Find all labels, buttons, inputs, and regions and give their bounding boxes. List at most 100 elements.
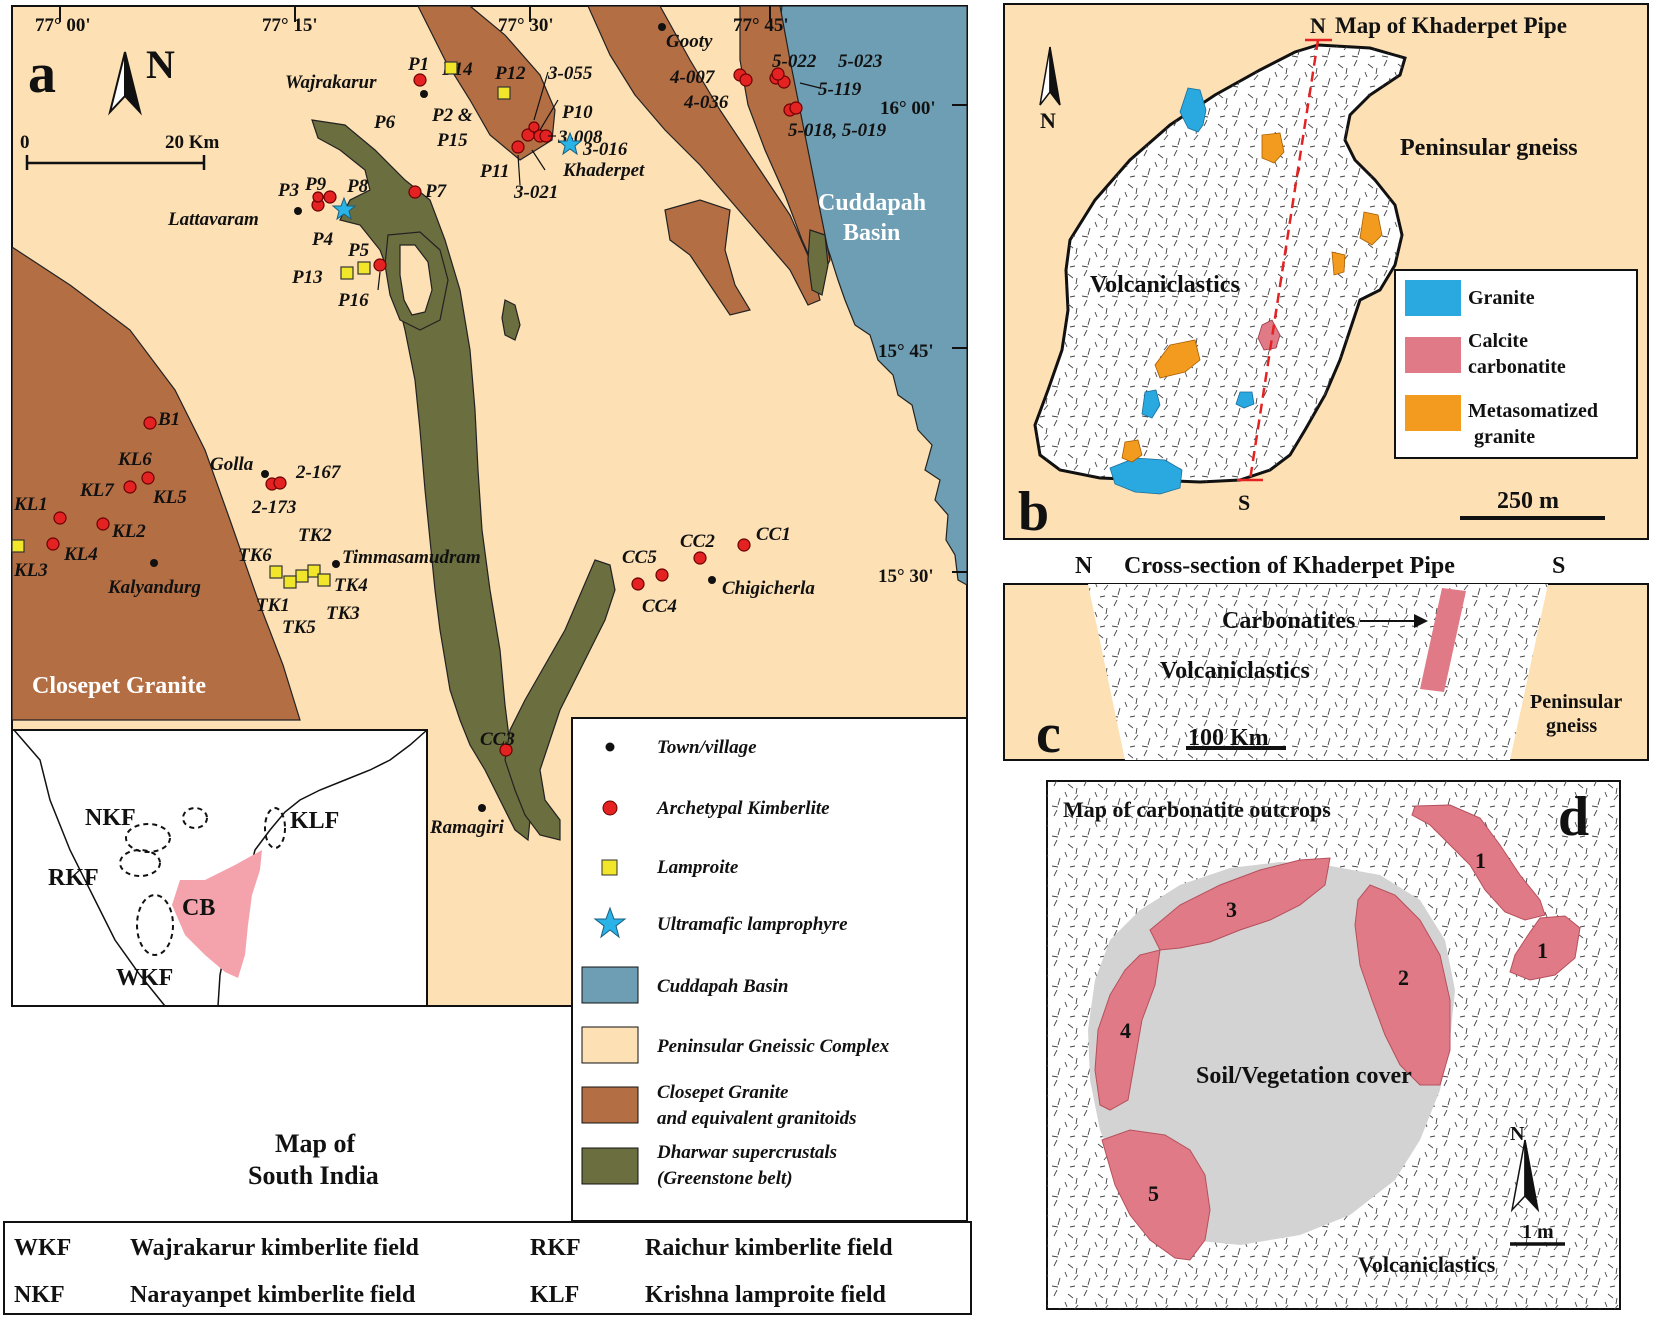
legend-b-meta-swatch xyxy=(1405,395,1461,431)
panel-d-north-arrow-icon: N xyxy=(1510,1123,1540,1213)
legend-granite: Closepet Granite xyxy=(657,1082,789,1103)
legend-b-granite-swatch xyxy=(1405,280,1461,316)
outcrop-label-4: 4 xyxy=(1120,1018,1131,1043)
legend-town-icon xyxy=(605,742,615,752)
site-label-3-055: 3-055 xyxy=(547,63,593,84)
outcrop-3 xyxy=(1149,857,1331,951)
town-wajrakarur: Wajrakarur xyxy=(285,72,377,93)
legend-cuddapah-swatch xyxy=(581,966,639,1004)
nkf-outline xyxy=(125,823,171,853)
site-label-5-022: 5-022 xyxy=(772,51,817,72)
site-label-tk3: TK3 xyxy=(326,603,360,624)
panel-b-title: Map of Khaderpet Pipe xyxy=(1335,13,1567,38)
legend-kimberlite: Archetypal Kimberlite xyxy=(656,798,830,819)
coord-16-00: 16° 00' xyxy=(880,98,936,119)
site-label-kl6: KL6 xyxy=(117,449,152,470)
outcrop-1a xyxy=(1411,804,1546,921)
site-label-5-018-5-019: 5-018, 5-019 xyxy=(788,120,887,141)
section-s: S xyxy=(1238,490,1250,515)
coord-77-30: 77° 30' xyxy=(498,15,554,36)
granite-strip-2 xyxy=(587,6,821,306)
legend-kimberlite-icon xyxy=(602,800,618,816)
site-label-p7: P7 xyxy=(424,181,448,202)
town-chigicherla: Chigicherla xyxy=(722,578,815,599)
legend-ultramafic: Ultramafic lamprophyre xyxy=(657,914,848,935)
legend-greenstone: Dharwar supercrustals xyxy=(656,1142,837,1163)
panel-b-body: Volcaniclastics xyxy=(1090,272,1240,298)
legend-lamproite: Lamproite xyxy=(656,857,739,878)
lamproite-markers xyxy=(11,61,511,589)
site-label-p11: P11 xyxy=(479,161,510,182)
coord-15-30: 15° 30' xyxy=(878,566,934,587)
legend-gneiss-swatch xyxy=(581,1026,639,1064)
site-label-3-021: 3-021 xyxy=(513,182,558,203)
legend-greenstone-swatch xyxy=(581,1147,639,1185)
kimberlite-labels: P1 P6 P14 P2 & P15 P10 P11 3-055 3-008 3… xyxy=(13,51,887,750)
legend-b-meta: Metasomatized xyxy=(1468,400,1598,422)
outcrop-5 xyxy=(1101,1129,1211,1261)
site-label-tk1: TK1 xyxy=(256,595,290,616)
site-label-cc2: CC2 xyxy=(680,531,715,552)
towns: Wajrakarur Lattavaram Khaderpet Gooty Go… xyxy=(107,23,815,838)
site-label-tk2: TK2 xyxy=(298,525,332,546)
coord-15-45: 15° 45' xyxy=(878,341,934,362)
inset-cb: CB xyxy=(182,895,215,921)
abbr-wkf: WKF xyxy=(14,1235,71,1261)
north-arrow-icon: N xyxy=(108,42,175,116)
panel-c-s: S xyxy=(1552,553,1565,579)
section-n: N xyxy=(1310,13,1326,38)
graticule xyxy=(59,6,967,573)
legend-b-granite: Granite xyxy=(1468,287,1535,309)
greenstone-east xyxy=(807,229,829,296)
site-label-tk5: TK5 xyxy=(282,617,316,638)
granite-strip-1 xyxy=(417,6,556,161)
site-label-2-167: 2-167 xyxy=(295,462,342,483)
panel-b-north-arrow-icon: N xyxy=(1039,46,1061,133)
legend-a: Town/village Archetypal Kimberlite Lampr… xyxy=(571,717,968,1222)
site-label-kl4: KL4 xyxy=(63,544,98,565)
site-label-tk4: TK4 xyxy=(334,575,368,596)
panel-c-host-1: Peninsular xyxy=(1530,691,1622,713)
site-label-b1: B1 xyxy=(157,409,180,430)
kimberlite-markers xyxy=(46,67,803,757)
panel-b-host: Peninsular gneiss xyxy=(1400,135,1578,161)
site-label-p16: P16 xyxy=(337,290,369,311)
legend-b-carb: Calcite xyxy=(1468,330,1528,352)
panel-letter-c: c xyxy=(1036,703,1061,765)
granite-patch xyxy=(664,199,751,316)
legend-town: Town/village xyxy=(657,737,757,758)
inset-title-1: Map of xyxy=(275,1129,356,1158)
panel-letter-b: b xyxy=(1018,481,1049,543)
panel-d-north: N xyxy=(1510,1123,1525,1145)
site-label-kl1: KL1 xyxy=(13,494,48,515)
closepet-granite-area xyxy=(12,246,301,721)
town-gooty: Gooty xyxy=(666,31,713,52)
volcaniclastic-wedge xyxy=(1088,584,1548,760)
site-label-cc5: CC5 xyxy=(622,547,657,568)
outcrop-label-1b: 1 xyxy=(1537,938,1548,963)
site-label-5-119: 5-119 xyxy=(818,79,862,100)
klf-outline xyxy=(264,807,286,849)
legend-star-icon xyxy=(593,906,627,939)
greenstone-lens-inner xyxy=(399,244,433,316)
site-label-p10: P10 xyxy=(561,102,593,123)
cuddapah-inset xyxy=(172,850,262,978)
panel-letter-a: a xyxy=(28,43,56,105)
site-label-4-007: 4-007 xyxy=(669,67,716,88)
carbonatite-dyke xyxy=(1420,588,1466,692)
outcrop-1b xyxy=(1509,915,1581,981)
legend-granite-2: and equivalent granitoids xyxy=(657,1108,857,1129)
panel-b-scale-label: 250 m xyxy=(1497,488,1559,514)
abbreviation-table: WKF Wajrakarur kimberlite field RKF Raic… xyxy=(3,1221,972,1315)
ultramafic-label: 3-016 xyxy=(582,139,628,160)
legend-b-carb-swatch xyxy=(1405,337,1461,373)
panel-d-matrix: Volcaniclastics xyxy=(1358,1252,1496,1277)
site-label-p5: P5 xyxy=(347,240,370,261)
lamproite-labels: P12 P13 TK2 TK6 TK4 TK1 TK3 TK5 KL3 xyxy=(13,63,526,638)
legend-b-meta-2: granite xyxy=(1474,426,1535,448)
nkf-outline-2 xyxy=(182,807,208,829)
scale-end: 20 Km xyxy=(165,132,220,153)
abbr-rkf-def: Raichur kimberlite field xyxy=(645,1235,893,1261)
abbr-klf-def: Krishna lamproite field xyxy=(645,1282,887,1308)
